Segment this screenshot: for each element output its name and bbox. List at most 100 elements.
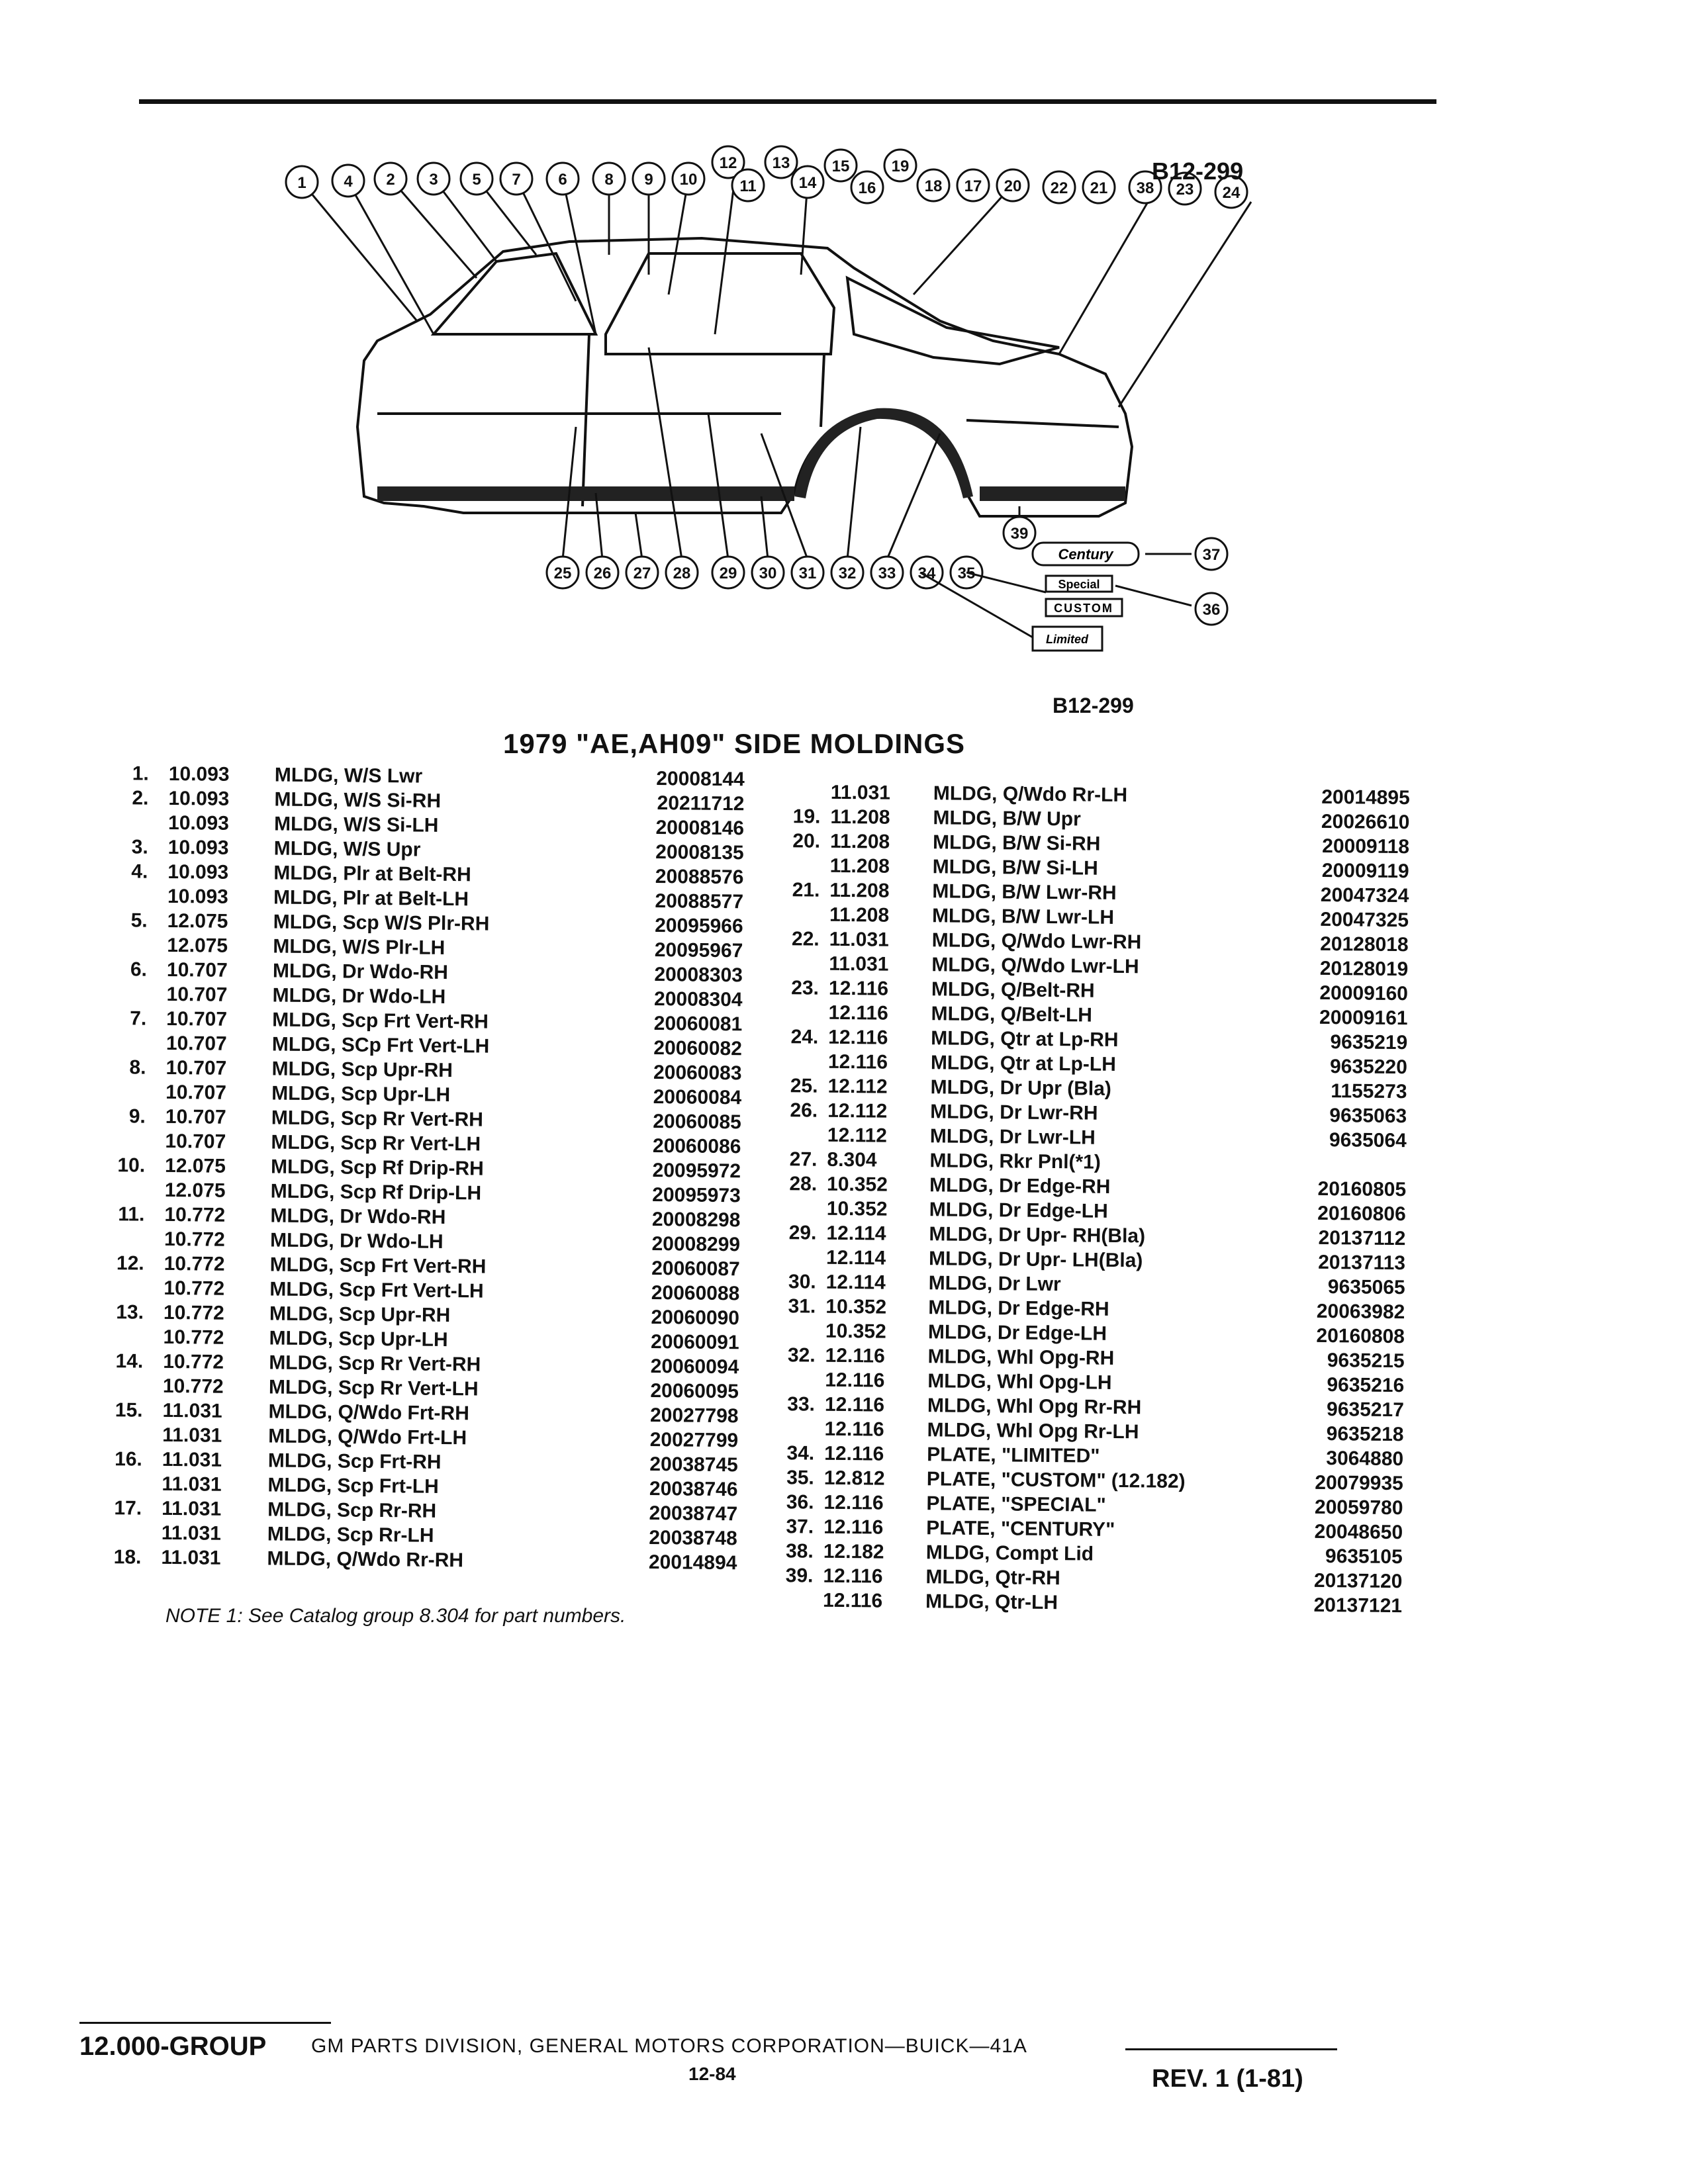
part-number: 20038746 [649,1477,738,1501]
callout-circle [1042,170,1076,205]
part-number: 20027798 [649,1404,739,1428]
part-number: 20038745 [649,1453,738,1477]
item-number [772,1049,818,1050]
callout-circle [764,145,798,179]
part-number: 20038748 [649,1526,737,1550]
item-number [100,1030,146,1031]
part-description: MLDG, B/W Lwr-RH [932,880,1117,904]
item-number: 12. [116,1252,144,1275]
part-number: 20095972 [652,1160,741,1183]
item-number [770,1245,816,1246]
callout-label: 3 [429,171,438,189]
part-description: MLDG, W/S Si-LH [273,813,439,837]
part-description: MLDG, Q/Wdo Rr-LH [933,782,1128,807]
group-number: 12.116 [822,1589,883,1612]
part-description: MLDG, Qtr at Lp-LH [930,1052,1117,1075]
part-description: MLDG, W/S Upr [273,837,421,861]
part-number: 20211712 [657,792,745,815]
callout-label: 17 [964,177,982,195]
part-description: MLDG, Whl Opg-RH [927,1345,1115,1369]
callout-circle [625,555,659,590]
callout-label: 38 [1137,179,1154,197]
callout-label: 14 [799,174,817,192]
item-number: 17. [114,1497,142,1520]
part-number: 20060081 [653,1013,743,1036]
group-number: 12.116 [827,1050,888,1073]
part-description: MLDG, Dr Lwr-LH [929,1125,1096,1149]
item-number: 31. [788,1295,816,1318]
callout-circle [790,555,825,590]
item-number: 4. [131,860,148,883]
part-number: 20137113 [1318,1251,1406,1275]
part-description: MLDG, Scp Rr Vert-RH [269,1351,481,1376]
group-number: 10.093 [168,762,230,786]
part-number: 9635218 [1326,1423,1404,1446]
callout-circle [996,168,1030,203]
part-description: MLDG, Rkr Pnl(*1) [929,1150,1101,1173]
group-number: 12.116 [823,1491,884,1514]
part-description: MLDG, Scp W/S Plr-RH [273,911,490,935]
group-number: 12.116 [825,1369,885,1392]
part-description: MLDG, Dr Lwr-RH [930,1101,1098,1124]
group-number: 10.707 [165,1130,226,1153]
group-number: 12.116 [828,977,889,1000]
item-number [769,1416,815,1417]
callout-label: 13 [773,154,790,172]
part-description: MLDG, Scp Rr Vert-LH [271,1131,481,1156]
part-description: MLDG, Scp Frt Vert-RH [272,1009,489,1033]
item-number: 16. [114,1448,143,1471]
item-number: 37. [786,1516,814,1538]
callout-circle [665,555,699,590]
group-number: 12.075 [164,1154,226,1177]
part-number: 20079935 [1315,1471,1403,1495]
item-number: 10. [117,1154,146,1177]
group-number: 12.116 [823,1516,884,1539]
part-description: MLDG, SCp Frt Vert-LH [271,1033,490,1058]
emblem-plates: Century Special CUSTOM Limited [919,541,1192,652]
part-number: 3064880 [1326,1447,1404,1471]
item-number: 25. [790,1075,818,1097]
part-number: 20048650 [1314,1520,1403,1544]
callout-label: 33 [878,565,896,582]
part-number: 20008298 [651,1208,741,1232]
part-description: MLDG, W/S Plr-LH [273,935,445,959]
group-number: 10.707 [165,1056,227,1079]
group-number: 10.352 [826,1173,888,1196]
group-number: 10.772 [164,1252,225,1275]
item-number: 38. [785,1540,814,1563]
callout-circle [499,161,534,196]
callout-label: 26 [594,565,612,582]
part-description: MLDG, Scp Upr-RH [271,1058,453,1082]
callout-label: 20 [1004,177,1022,195]
footer-division: GM PARTS DIVISION, GENERAL MOTORS CORPOR… [311,2035,1027,2057]
callout-label: 25 [554,565,572,582]
item-number [773,1000,819,1001]
part-description: MLDG, W/S Si-RH [274,788,442,812]
callout-circle [1128,170,1162,205]
callout-label: 1 [297,174,306,192]
group-number: 10.772 [163,1350,224,1373]
part-description: MLDG, Q/Wdo Frt-LH [268,1425,467,1449]
part-description: MLDG, Dr Edge-LH [927,1321,1107,1345]
item-number: 9. [128,1105,146,1128]
group-number: 10.772 [164,1228,225,1251]
group-number: 10.772 [163,1301,224,1324]
part-description: MLDG, Q/Wdo Frt-RH [268,1400,470,1425]
item-number: 13. [116,1301,144,1324]
item-number [773,902,820,903]
group-number: 10.093 [167,811,230,835]
part-description: MLDG, Scp Frt Vert-RH [269,1253,487,1278]
part-number: 20008303 [654,964,743,987]
part-description: PLATE, "LIMITED" [927,1443,1100,1467]
part-description: MLDG, Scp Rf Drip-RH [270,1156,484,1180]
group-number: 10.707 [166,983,228,1006]
part-description: MLDG, Qtr-LH [925,1590,1058,1614]
part-description: MLDG, Dr Upr- LH(Bla) [928,1248,1143,1272]
callout-circle [1214,175,1248,209]
callout-label: 31 [799,565,817,582]
group-number: 11.031 [162,1399,222,1422]
part-description: MLDG, Dr Wdo-LH [272,984,446,1008]
part-description: MLDG, Scp Frt Vert-LH [269,1278,484,1302]
